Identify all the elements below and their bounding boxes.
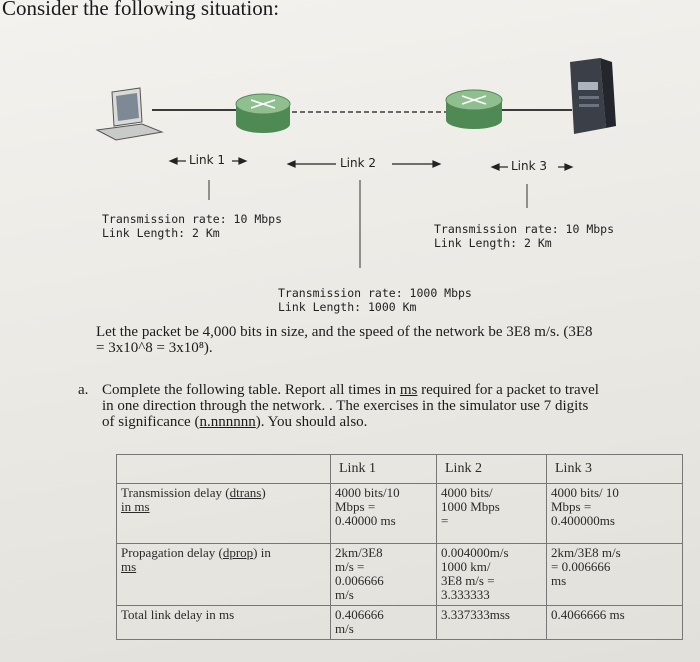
cell-total-link-3[interactable]: 0.4066666 ms (546, 605, 683, 640)
link-3-length: Link Length: 2 Km (434, 236, 552, 250)
row-label-symbol: dtrans (229, 485, 262, 500)
cell-propagation-link-3[interactable]: 2km/3E8 m/s = 0.006666 ms (546, 543, 683, 606)
question-line-3-start: of significance ( (102, 414, 200, 430)
row-label-text-end: ) in (253, 545, 271, 560)
question-line-3-end: ). You should also. (255, 414, 368, 430)
laptop-icon (95, 87, 164, 141)
cell-line: = 0.006666 (551, 559, 611, 574)
cell-line: 0.400000ms (551, 513, 615, 528)
row-label-propagation: Propagation delay (dprop) in ms (116, 543, 331, 606)
row-label-text: Total link delay in ms (121, 607, 235, 622)
link-3-label: Link 3 (511, 159, 548, 173)
cell-line: 0.406666 (335, 607, 384, 622)
table-row: Propagation delay (dprop) in ms 2km/3E8 … (116, 543, 683, 606)
row-label-unit: ms (121, 559, 137, 574)
question-line-3: of significance (n.nnnnnn). You should a… (102, 414, 694, 430)
link-2-label: Link 2 (340, 156, 377, 170)
cell-line: 0.40000 ms (335, 513, 396, 528)
server-icon (570, 58, 616, 134)
table-header-link-1: Link 1 (330, 454, 437, 484)
question-line-1: Complete the following table. Report all… (102, 382, 694, 398)
link-1-spec: Transmission rate: 10 Mbps Link Length: … (102, 212, 282, 240)
cell-line: 1000 km/ (441, 559, 491, 574)
intro-paragraph: Let the packet be 4,000 bits in size, an… (96, 324, 696, 356)
link-3-arrows (490, 163, 574, 171)
row-label-symbol: dprop (222, 545, 254, 560)
cell-line: = (441, 513, 449, 528)
table-row: Transmission delay (dtrans) in ms 4000 b… (116, 483, 683, 544)
network-diagram (95, 58, 616, 268)
link-3-rate: Transmission rate: 10 Mbps (434, 222, 615, 236)
row-label-total: Total link delay in ms (116, 605, 331, 640)
cell-line: 1000 Mbps (441, 499, 500, 514)
cell-total-link-2[interactable]: 3.337333mss (436, 605, 547, 640)
question-line-2: in one direction through the network. . … (102, 398, 589, 414)
row-label-text: Transmission delay ( (121, 485, 230, 500)
question-line-1-end: required for a packet to travel (421, 382, 599, 398)
table-header-link-2: Link 2 (436, 454, 547, 484)
row-label-transmission: Transmission delay (dtrans) in ms (116, 483, 331, 544)
cell-line: 4000 bits/ (441, 485, 493, 500)
link-2-rate: Transmission rate: 1000 Mbps (278, 286, 472, 300)
cell-transmission-link-3[interactable]: 4000 bits/ 10 Mbps = 0.400000ms (546, 483, 683, 544)
link-2-length: Link Length: 1000 Km (278, 300, 417, 314)
link-2-spec: Transmission rate: 1000 Mbps Link Length… (278, 286, 472, 314)
table-header-link-3: Link 3 (546, 454, 683, 484)
intro-line-2: = 3x10^8 = 3x10⁸). (96, 340, 213, 356)
table-row: Total link delay in ms 0.406666 m/s 3.33… (116, 605, 683, 640)
cell-line: 0.004000m/s (441, 545, 509, 560)
page-heading: Consider the following situation: (2, 0, 280, 20)
cell-transmission-link-1[interactable]: 4000 bits/10 Mbps = 0.40000 ms (330, 483, 437, 544)
link-1-rate: Transmission rate: 10 Mbps (102, 212, 283, 226)
link-1-arrows (168, 157, 248, 165)
cell-line: 3E8 m/s = (441, 573, 495, 588)
question-ms-unit: ms (399, 382, 418, 398)
table-header-row: Link 1 Link 2 Link 3 (116, 454, 683, 484)
cell-line: Mbps = (335, 499, 376, 514)
cell-line: 3.337333mss (441, 607, 510, 622)
cell-line: 2km/3E8 m/s (551, 545, 621, 560)
delay-table: Link 1 Link 2 Link 3 Transmission delay … (116, 454, 683, 640)
cell-line: m/s (335, 621, 354, 636)
cell-propagation-link-1[interactable]: 2km/3E8 m/s = 0.006666 m/s (330, 543, 437, 606)
cell-line: m/s (335, 587, 354, 602)
cell-line: ms (551, 573, 567, 588)
cell-line: m/s = (335, 559, 365, 574)
cell-line: 0.4066666 ms (551, 607, 625, 622)
question-format: n.nnnnnn (199, 414, 256, 430)
row-label-text: Propagation delay ( (121, 545, 223, 560)
cell-line: 3.333333 (441, 587, 490, 602)
link-1-length: Link Length: 2 Km (102, 226, 220, 240)
table-header-empty (116, 454, 331, 484)
router-icon-1 (235, 93, 291, 133)
intro-line-1: Let the packet be 4,000 bits in size, an… (96, 324, 593, 340)
link-1-label: Link 1 (189, 153, 226, 167)
link-2-arrows (286, 160, 442, 168)
cell-propagation-link-2[interactable]: 0.004000m/s 1000 km/ 3E8 m/s = 3.333333 (436, 543, 547, 606)
cell-line: Mbps = (551, 499, 592, 514)
cell-transmission-link-2[interactable]: 4000 bits/ 1000 Mbps = (436, 483, 547, 544)
row-label-text-end: ) (261, 485, 266, 500)
cell-total-link-1[interactable]: 0.406666 m/s (330, 605, 437, 640)
cell-line: 4000 bits/ 10 (551, 485, 619, 500)
cell-line: 2km/3E8 (335, 545, 383, 560)
question-text: Complete the following table. Report all… (102, 382, 694, 430)
cell-line: 4000 bits/10 (335, 485, 400, 500)
question-line-1-start: Complete the following table. Report all… (102, 382, 397, 398)
cell-line: 0.006666 (335, 573, 384, 588)
row-label-unit: in ms (121, 499, 150, 514)
router-icon-2 (445, 89, 503, 129)
link-3-spec: Transmission rate: 10 Mbps Link Length: … (434, 222, 614, 250)
question-marker: a. (78, 382, 89, 398)
